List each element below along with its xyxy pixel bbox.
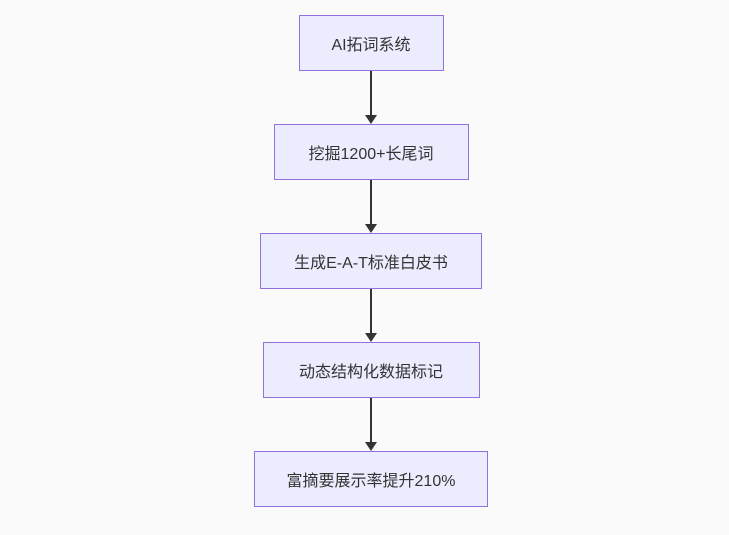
node-label: AI拓词系统 xyxy=(331,37,411,54)
arrow-line xyxy=(370,289,372,336)
arrowhead-icon xyxy=(365,442,377,451)
arrow-line xyxy=(370,180,372,227)
node-label: 动态结构化数据标记 xyxy=(298,364,443,381)
node-label: 挖掘1200+长尾词 xyxy=(308,146,434,163)
node-label: 富摘要展示率提升210% xyxy=(286,473,456,490)
flow-node-eat-whitepaper: 生成E-A-T标准白皮书 xyxy=(260,233,482,289)
arrow-line xyxy=(370,71,372,118)
flow-node-structured-data-markup: 动态结构化数据标记 xyxy=(262,342,480,398)
flow-node-ai-keyword-system: AI拓词系统 xyxy=(298,15,444,71)
arrow-down-icon xyxy=(364,398,378,451)
arrowhead-icon xyxy=(365,115,377,124)
flowchart: AI拓词系统 挖掘1200+长尾词 生成E-A-T标准白皮书 动态结构化数据标记 xyxy=(254,15,488,507)
node-label: 生成E-A-T标准白皮书 xyxy=(294,255,448,272)
arrow-down-icon xyxy=(364,180,378,233)
flow-node-longtail-mining: 挖掘1200+长尾词 xyxy=(273,124,469,180)
flow-node-rich-snippet-result: 富摘要展示率提升210% xyxy=(254,451,488,507)
arrow-down-icon xyxy=(364,71,378,124)
arrow-down-icon xyxy=(364,289,378,342)
arrowhead-icon xyxy=(365,224,377,233)
arrowhead-icon xyxy=(365,333,377,342)
arrow-line xyxy=(370,398,372,445)
